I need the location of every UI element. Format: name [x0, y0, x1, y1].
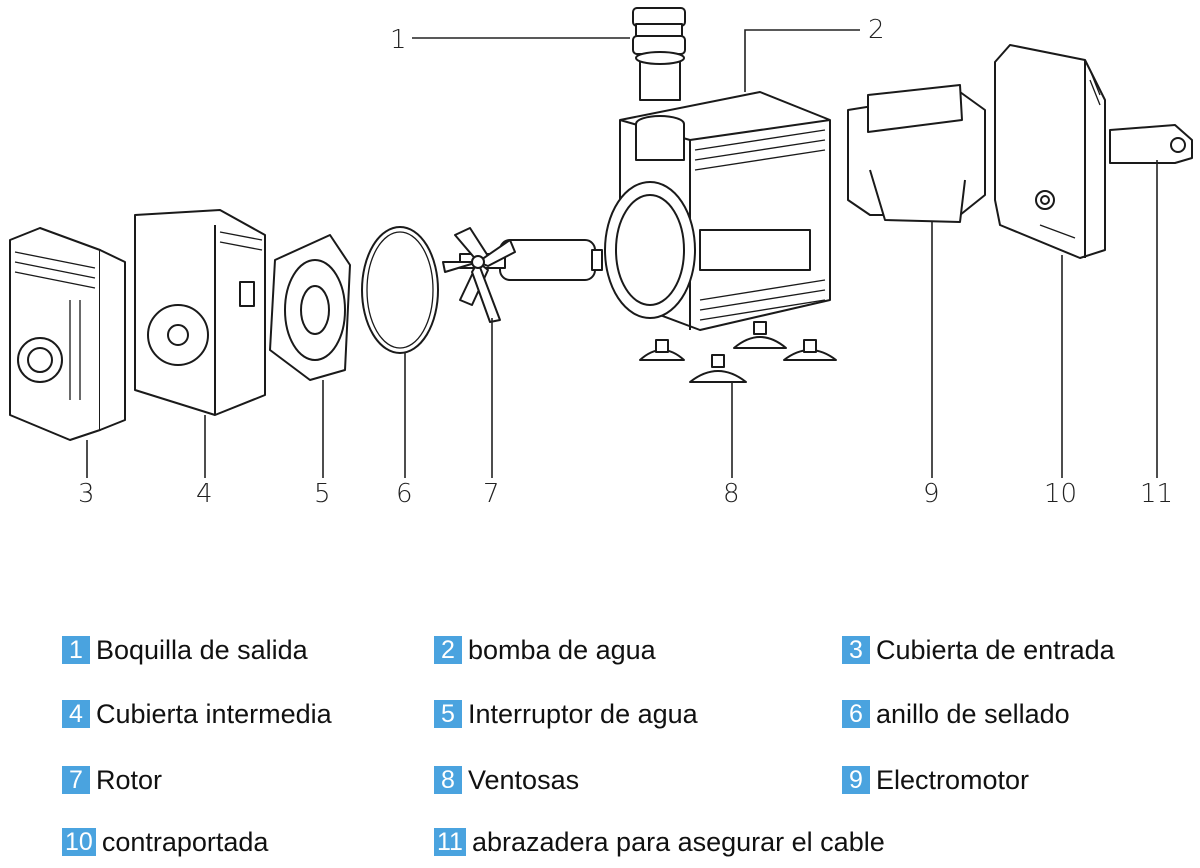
- legend-label: Ventosas: [468, 764, 580, 795]
- legend-number-badge: 5: [434, 700, 462, 728]
- legend-item-10: 10 contraportada: [62, 824, 268, 860]
- legend-number-badge: 3: [842, 636, 870, 664]
- legend-number-badge: 2: [434, 636, 462, 664]
- legend-item-6: 6 anillo de sellado: [842, 696, 1070, 732]
- callout-2: 2: [868, 15, 885, 45]
- legend-label: Rotor: [96, 764, 163, 795]
- legend-label: Cubierta de entrada: [876, 634, 1115, 665]
- callout-3: 3: [78, 479, 95, 509]
- cable-clamp: [1109, 124, 1193, 164]
- legend-number-badge: 4: [62, 700, 90, 728]
- exploded-pump-diagram: 1 2 3 4 5 6 7 8 9 10 11: [9, 7, 1193, 509]
- callout-1: 1: [390, 25, 407, 55]
- legend-label: bomba de agua: [468, 634, 656, 665]
- legend-number-badge: 6: [842, 700, 870, 728]
- legend-number-badge: 11: [434, 828, 466, 856]
- legend-number-badge: 1: [62, 636, 90, 664]
- legend-label: Interruptor de agua: [468, 698, 698, 729]
- parts-legend: 1 Boquilla de salida 2 bomba de agua 3 C…: [0, 620, 1200, 868]
- pump-body: [604, 91, 831, 331]
- legend-item-4: 4 Cubierta intermedia: [62, 696, 332, 732]
- legend-item-9: 9 Electromotor: [842, 762, 1029, 798]
- back-cover: [994, 44, 1106, 259]
- legend-number-badge: 10: [62, 828, 96, 856]
- legend-item-5: 5 Interruptor de agua: [434, 696, 698, 732]
- legend-item-8: 8 Ventosas: [434, 762, 579, 798]
- callout-8: 8: [723, 479, 740, 509]
- callout-6: 6: [396, 479, 413, 509]
- legend-item-3: 3 Cubierta de entrada: [842, 632, 1115, 668]
- callout-10: 10: [1044, 479, 1077, 509]
- legend-label: Boquilla de salida: [96, 634, 308, 665]
- legend-number-badge: 7: [62, 766, 90, 794]
- callout-7: 7: [483, 479, 500, 509]
- legend-item-11: 11 abrazadera para asegurar el cable: [434, 824, 885, 860]
- legend-item-1: 1 Boquilla de salida: [62, 632, 308, 668]
- electromotor: [847, 84, 986, 223]
- leader-lines: [86, 29, 1158, 478]
- legend-item-7: 7 Rotor: [62, 762, 162, 798]
- callout-11: 11: [1140, 479, 1173, 509]
- suction-cups: [639, 321, 837, 383]
- legend-label: anillo de sellado: [876, 698, 1070, 729]
- water-switch: [269, 234, 351, 381]
- legend-number-badge: 9: [842, 766, 870, 794]
- legend-label: Cubierta intermedia: [96, 698, 332, 729]
- inlet-cover: [9, 227, 126, 441]
- middle-cover: [134, 209, 266, 416]
- sealing-ring: [361, 226, 439, 354]
- callout-5: 5: [314, 479, 331, 509]
- rotor: [442, 227, 603, 323]
- legend-number-badge: 8: [434, 766, 462, 794]
- callout-4: 4: [196, 479, 213, 509]
- callout-9: 9: [923, 479, 940, 509]
- legend-label: Electromotor: [876, 764, 1030, 795]
- legend-label: contraportada: [101, 826, 269, 857]
- legend-item-2: 2 bomba de agua: [434, 632, 656, 668]
- outlet-nozzle: [632, 7, 686, 101]
- legend-label: abrazadera para asegurar el cable: [471, 826, 885, 857]
